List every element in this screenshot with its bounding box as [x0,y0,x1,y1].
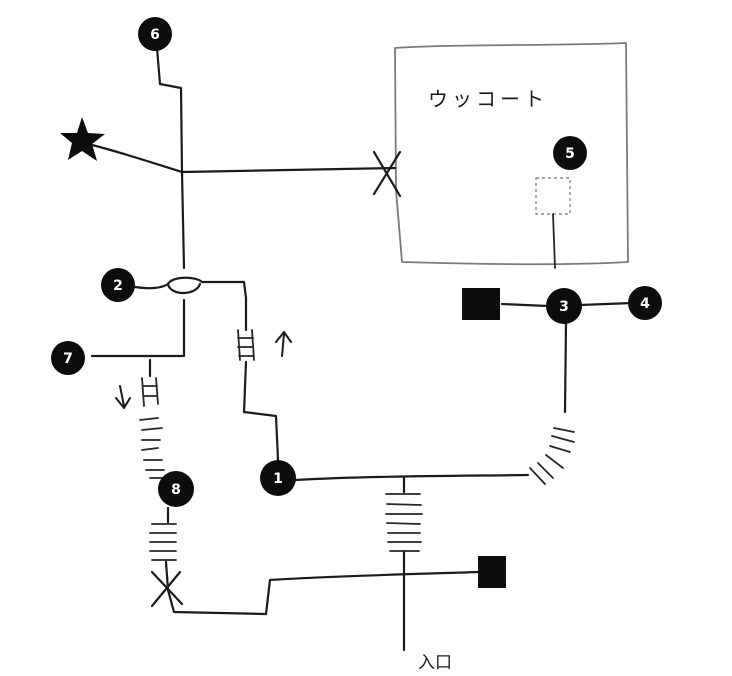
marker-7[interactable]: 7 [51,341,85,375]
entrance-label: 入口 [418,653,452,673]
corridor [578,301,634,307]
dashed-square-icon [535,177,571,215]
corridor [293,473,530,482]
marker-2[interactable]: 2 [101,268,135,302]
svg-text:2: 2 [113,278,123,294]
marker-5[interactable]: 5 [553,136,587,170]
stairs-icon [529,427,575,485]
stairs-icon [149,523,177,561]
arrow-up-icon [275,331,292,357]
corridor [180,166,397,174]
svg-text:5: 5 [565,146,575,162]
corridor [552,213,556,269]
svg-text:8: 8 [171,482,181,498]
ladder-icon [141,377,159,407]
svg-text:3: 3 [559,299,569,315]
marker-6[interactable]: 6 [138,17,172,51]
corridor [164,506,170,592]
corridor [166,570,480,616]
corridor [500,302,550,308]
marker-1[interactable]: 1 [260,460,296,496]
svg-text:6: 6 [150,27,160,43]
corridor [128,276,248,300]
arrow-down-icon [115,385,131,409]
stairs-icon [385,493,423,552]
room-outline [394,42,629,266]
black-square-icon [478,556,506,588]
cross-icon [372,150,402,198]
star-icon [60,117,105,161]
corridor [90,298,186,358]
corridor [242,360,280,462]
svg-text:1: 1 [273,471,283,487]
marker-4[interactable]: 4 [628,286,662,320]
cross-icon [150,570,184,608]
svg-text:4: 4 [640,296,650,312]
corridor [90,143,184,174]
corridor [166,282,202,295]
black-square-icon [462,288,500,320]
stairs-icon [139,417,165,479]
ladder-icon [237,329,255,361]
corridor [563,320,568,414]
marker-8[interactable]: 8 [158,471,194,507]
corridor [155,46,186,270]
room-label: ウッコート [428,87,548,111]
svg-text:7: 7 [63,351,73,367]
marker-3[interactable]: 3 [546,288,582,324]
